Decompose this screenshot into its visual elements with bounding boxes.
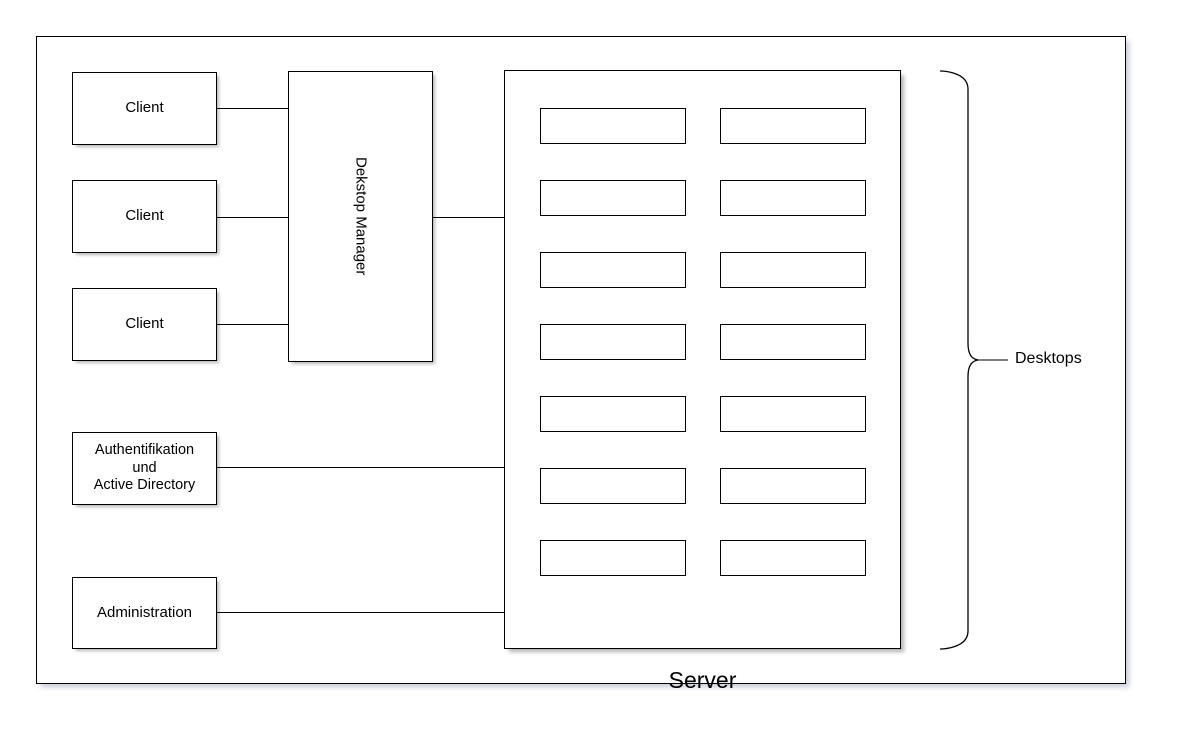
auth-label-line2: und	[132, 459, 157, 476]
client-box-2[interactable]: Client	[72, 180, 217, 253]
desktop-slot[interactable]	[540, 396, 686, 432]
authentication-active-directory-box[interactable]: Authentifikation und Active Directory	[72, 432, 217, 505]
administration-box[interactable]: Administration	[72, 577, 217, 649]
desktop-manager-box[interactable]: Dekstop Manager	[288, 71, 433, 362]
client-box-3-label: Client	[125, 315, 164, 333]
desktop-slot[interactable]	[720, 468, 866, 504]
desktop-slot[interactable]	[540, 252, 686, 288]
client-box-2-label: Client	[125, 207, 164, 225]
connector-administration-to-server	[217, 612, 504, 613]
auth-label-line1: Authentifikation	[94, 441, 195, 458]
desktop-slot[interactable]	[540, 180, 686, 216]
connector-client3-to-dm	[217, 324, 288, 325]
connector-client1-to-dm	[217, 108, 288, 109]
desktop-slot[interactable]	[720, 180, 866, 216]
desktop-slot[interactable]	[720, 324, 866, 360]
auth-label-line3: Active Directory	[93, 477, 196, 494]
connector-client2-to-dm	[217, 217, 288, 218]
desktop-slot[interactable]	[720, 540, 866, 576]
desktops-bracket-icon	[939, 70, 1008, 650]
desktops-label: Desktops	[1015, 350, 1082, 367]
administration-label: Administration	[96, 603, 193, 621]
desktop-slot[interactable]	[540, 108, 686, 144]
desktop-slot[interactable]	[720, 252, 866, 288]
client-box-1[interactable]: Client	[72, 72, 217, 145]
desktop-slot[interactable]	[540, 540, 686, 576]
client-box-3[interactable]: Client	[72, 288, 217, 361]
desktop-slot[interactable]	[540, 324, 686, 360]
desktop-slot[interactable]	[720, 396, 866, 432]
server-label: Server	[668, 667, 737, 693]
server-box[interactable]: Server	[504, 70, 901, 693]
desktop-slot[interactable]	[540, 468, 686, 504]
connector-auth-to-server	[217, 467, 504, 468]
desktop-manager-label: Dekstop Manager	[352, 157, 370, 276]
client-box-1-label: Client	[125, 99, 164, 117]
connector-dm-to-server	[433, 217, 504, 218]
desktop-slot[interactable]	[720, 108, 866, 144]
